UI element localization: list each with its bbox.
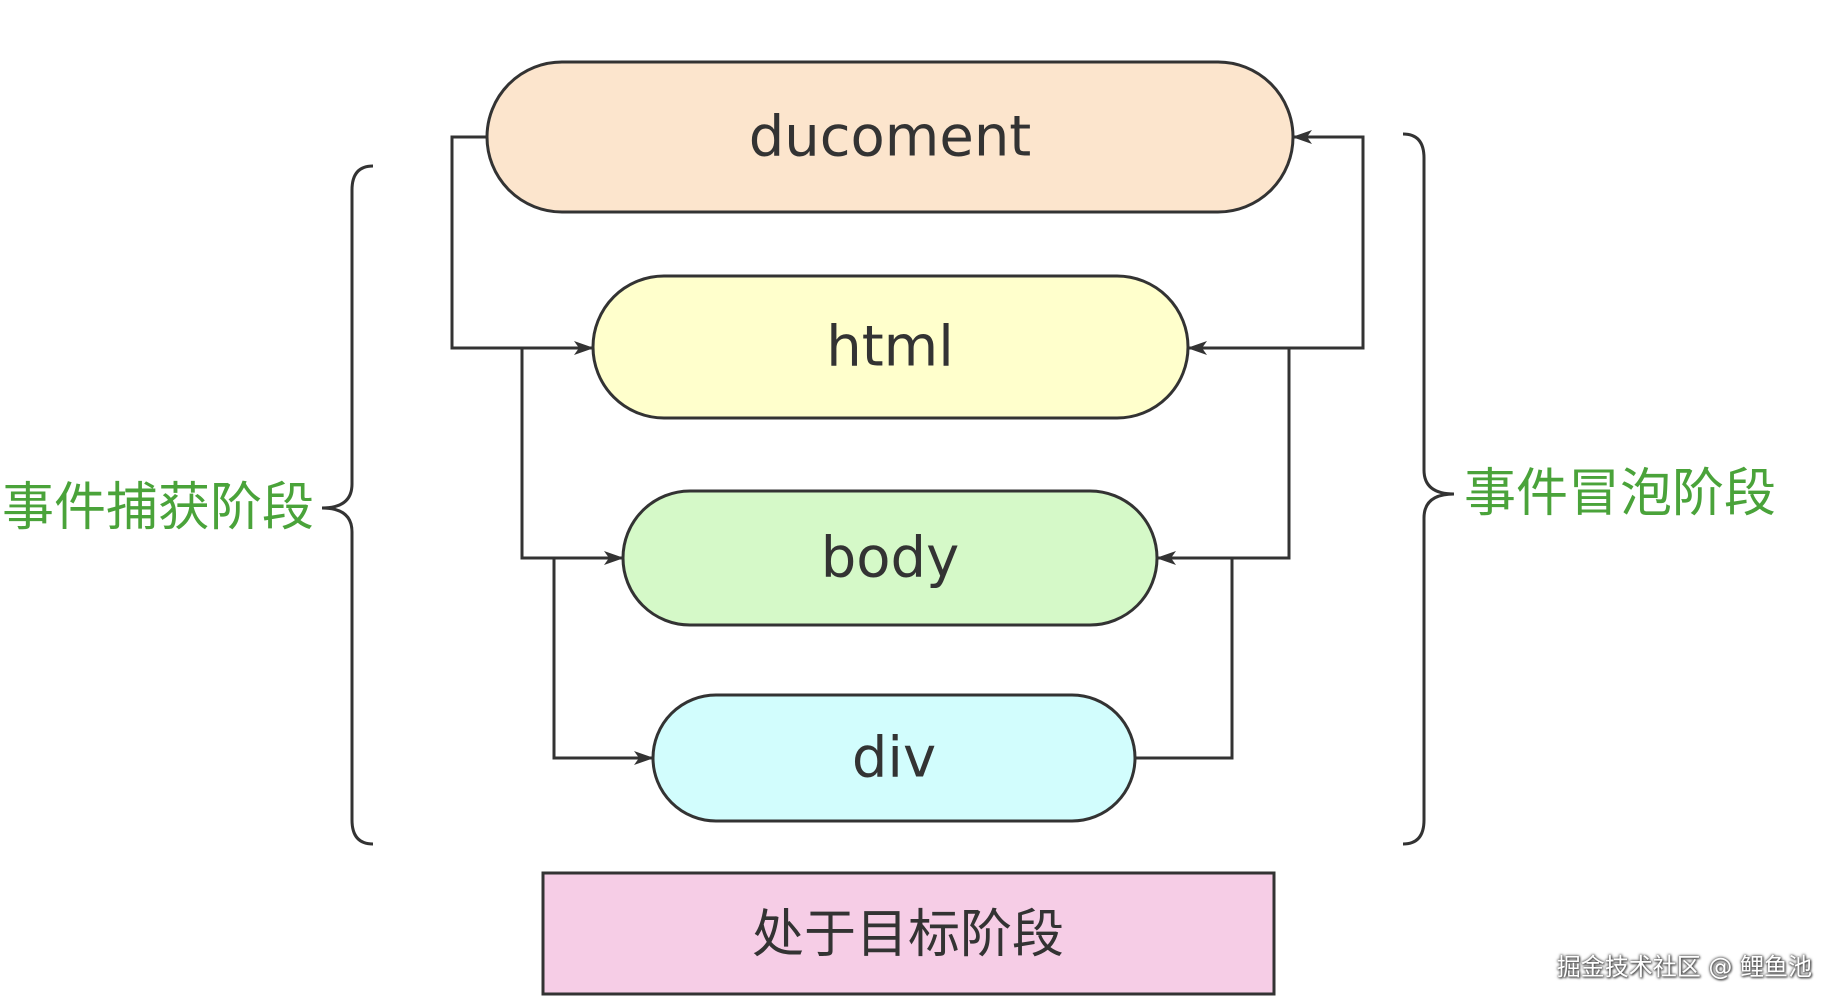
node-div: div <box>651 693 1137 823</box>
capture-phase-label: 事件捕获阶段 <box>2 478 314 538</box>
node-body: body <box>621 489 1159 627</box>
node-div-label: div <box>852 726 936 791</box>
target-phase-shape <box>541 871 1276 996</box>
node-document-label: ducoment <box>749 105 1032 170</box>
node-document-shape <box>485 60 1295 214</box>
target-phase-box: 处于目标阶段 <box>541 871 1276 996</box>
node-document: ducoment <box>485 60 1295 214</box>
bubble-brace <box>1402 132 1455 846</box>
node-html-shape <box>591 274 1190 420</box>
target-phase-label: 处于目标阶段 <box>752 905 1064 965</box>
bubble-connectors <box>1135 130 1365 760</box>
arrow-body-to-div <box>552 556 654 765</box>
watermark: 掘金技术社区 @ 鲤鱼池 <box>1556 953 1812 981</box>
node-html: html <box>591 274 1190 420</box>
capture-connectors <box>450 135 654 765</box>
node-body-shape <box>621 489 1159 627</box>
node-div-shape <box>651 693 1137 823</box>
capture-brace <box>321 164 374 846</box>
node-html-label: html <box>826 315 954 380</box>
node-body-label: body <box>821 526 960 591</box>
bubble-phase-label: 事件冒泡阶段 <box>1464 464 1776 524</box>
arrow-html-to-document <box>1188 130 1365 350</box>
